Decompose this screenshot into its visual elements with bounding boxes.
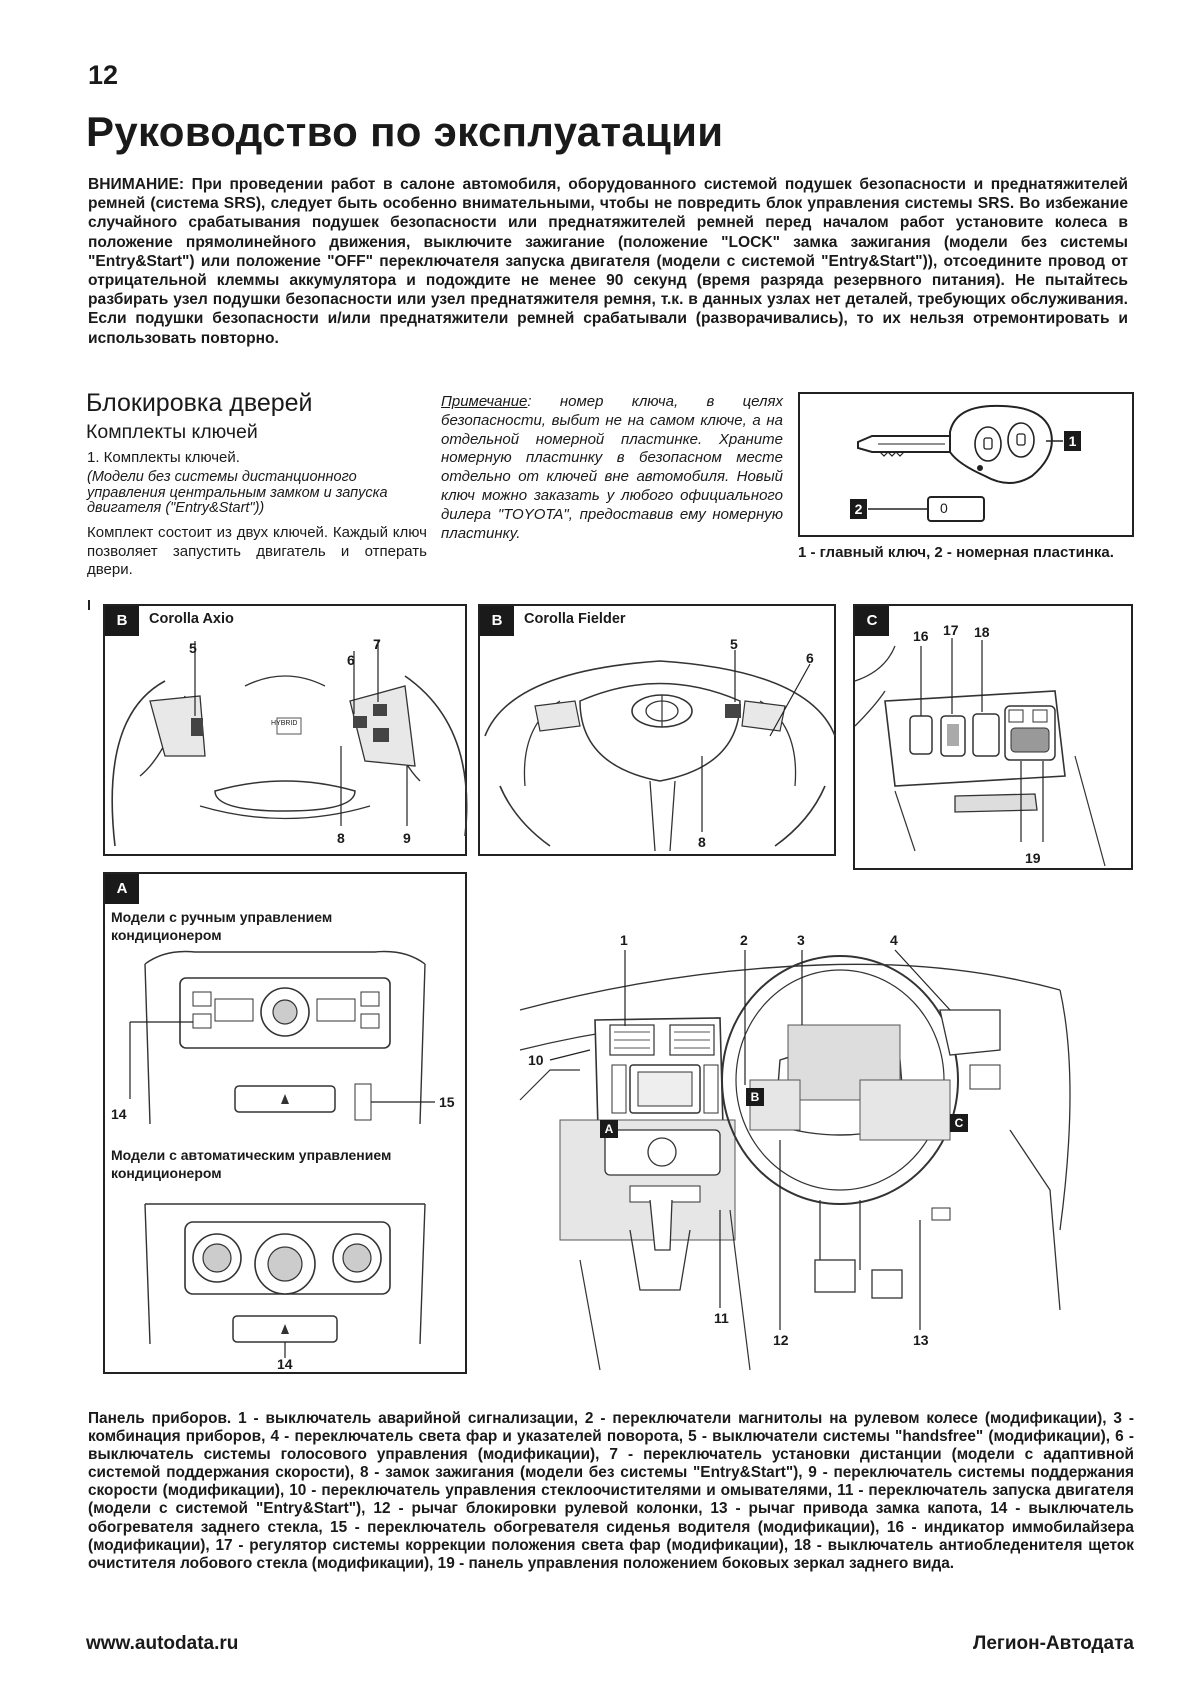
callout-12: 12	[773, 1332, 789, 1348]
callout-19: 19	[1025, 850, 1041, 866]
dashboard-drawing	[519, 949, 1071, 1371]
callout-6: 6	[347, 652, 355, 668]
callout-8: 8	[337, 830, 345, 846]
section-subtitle: Комплекты ключей	[86, 421, 258, 443]
callout-14: 14	[277, 1356, 293, 1372]
callout-4: 4	[890, 932, 898, 948]
panel-a: A Модели с ручным управлением кондиционе…	[103, 872, 467, 1374]
panel-title: Corolla Axio	[149, 611, 234, 627]
callout-6: 6	[806, 650, 814, 666]
panel-title: Corolla Fielder	[524, 611, 626, 627]
key-label-2: 2	[850, 499, 867, 519]
footer-url[interactable]: www.autodata.ru	[86, 1633, 239, 1654]
key-figure: 1 2 0	[798, 392, 1134, 537]
dashboard-overview: 1 2 3 4 10 11 12 13 A B C	[519, 930, 1080, 1371]
page-number: 12	[88, 60, 119, 90]
key-caption: 1 - главный ключ, 2 - номерная пластинка…	[798, 544, 1114, 561]
callout-1: 1	[620, 932, 628, 948]
panel-b-axio: B Corolla Axio 5 6 7 8 9 HYBRID	[103, 604, 468, 856]
callout-16: 16	[913, 628, 929, 644]
lower-dash-switches-drawing	[854, 638, 1106, 867]
region-tag-c: C	[950, 1114, 968, 1132]
panel-tag: B	[105, 606, 139, 636]
panel-b-fielder: B Corolla Fielder 5 6 8	[478, 604, 836, 856]
models-note: (Модели без системы дистанционного управ…	[87, 469, 388, 516]
callout-17: 17	[943, 622, 959, 638]
separator-tick	[88, 600, 90, 610]
page-title: Руководство по эксплуатации	[86, 108, 724, 155]
callout-11: 11	[714, 1310, 729, 1326]
panel-tag: B	[480, 606, 514, 636]
region-tag-a: A	[600, 1120, 618, 1138]
warning-block: ВНИМАНИЕ: При проведении работ в салоне …	[88, 175, 1128, 348]
panel-tag: A	[105, 874, 139, 904]
callout-10: 10	[528, 1052, 544, 1068]
callout-14: 14	[111, 1106, 127, 1122]
footer-brand: Легион-Автодата	[973, 1633, 1134, 1654]
warning-label: ВНИМАНИЕ:	[88, 176, 185, 193]
manual-ac-title: Модели с ручным управлением кондиционеро…	[111, 909, 333, 943]
region-tag-b: B	[746, 1088, 764, 1106]
callout-9: 9	[403, 830, 411, 846]
kit-description: Комплект состоит из двух ключей. Каждый …	[87, 524, 427, 578]
callout-15: 15	[439, 1094, 455, 1110]
callout-5: 5	[189, 640, 197, 656]
note-text: : номер ключа, в целях безопасности, выб…	[441, 393, 783, 542]
key-number-note: Примечание: номер ключа, в целях безопас…	[441, 393, 783, 543]
callout-7: 7	[373, 636, 381, 652]
callout-2: 2	[740, 932, 748, 948]
auto-ac-title: Модели с автоматическим управлением конд…	[111, 1147, 392, 1181]
plate-text: 0	[940, 500, 948, 516]
list-item: 1. Комплекты ключей.	[87, 449, 240, 466]
callout-8: 8	[698, 834, 706, 850]
figure-caption: Панель приборов. 1 - выключатель аварийн…	[88, 1410, 1134, 1572]
fielder-steering-drawing	[484, 650, 836, 852]
callout-13: 13	[913, 1332, 929, 1348]
panel-c: C 16 17 18 19	[853, 604, 1133, 870]
callout-5: 5	[730, 636, 738, 652]
callout-3: 3	[797, 932, 805, 948]
section-title: Блокировка дверей	[86, 389, 313, 417]
climate-control-drawing	[129, 950, 435, 1358]
note-label: Примечание	[441, 393, 528, 410]
key-label-1: 1	[1064, 431, 1081, 451]
hybrid-badge: HYBRID	[271, 720, 298, 727]
axio-steering-drawing	[111, 641, 468, 847]
warning-text: При проведении работ в салоне автомобиля…	[88, 176, 1128, 347]
callout-18: 18	[974, 624, 990, 640]
panel-tag: C	[855, 606, 889, 636]
key-drawing	[857, 404, 1063, 522]
